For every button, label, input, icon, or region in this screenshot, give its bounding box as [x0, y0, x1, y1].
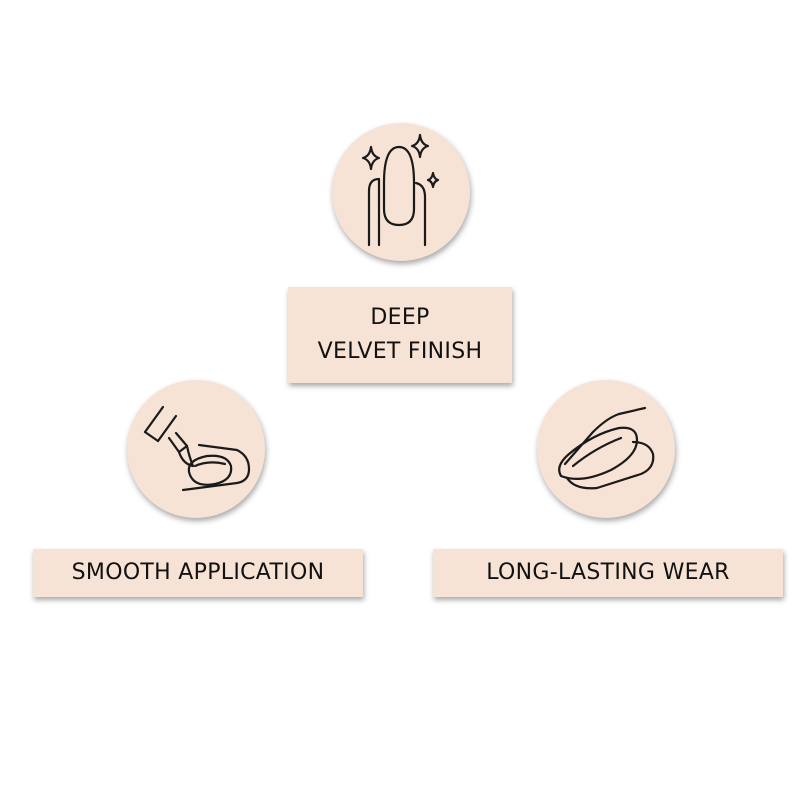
sparkling-nail-icon — [332, 123, 470, 261]
feature-label-long-lasting-wear: LONG-LASTING WEAR — [433, 549, 783, 597]
nail-tip-icon — [537, 380, 675, 518]
feature-label-smooth-application: SMOOTH APPLICATION — [33, 549, 363, 597]
feature-label-line: LONG-LASTING WEAR — [486, 560, 730, 585]
polish-brush-icon — [127, 380, 265, 518]
feature-label-line: DEEP — [370, 305, 430, 330]
feature-label-line: VELVET FINISH — [317, 339, 483, 364]
feature-label-line: SMOOTH APPLICATION — [71, 560, 325, 585]
feature-label-velvet-finish: DEEP VELVET FINISH — [288, 287, 512, 383]
